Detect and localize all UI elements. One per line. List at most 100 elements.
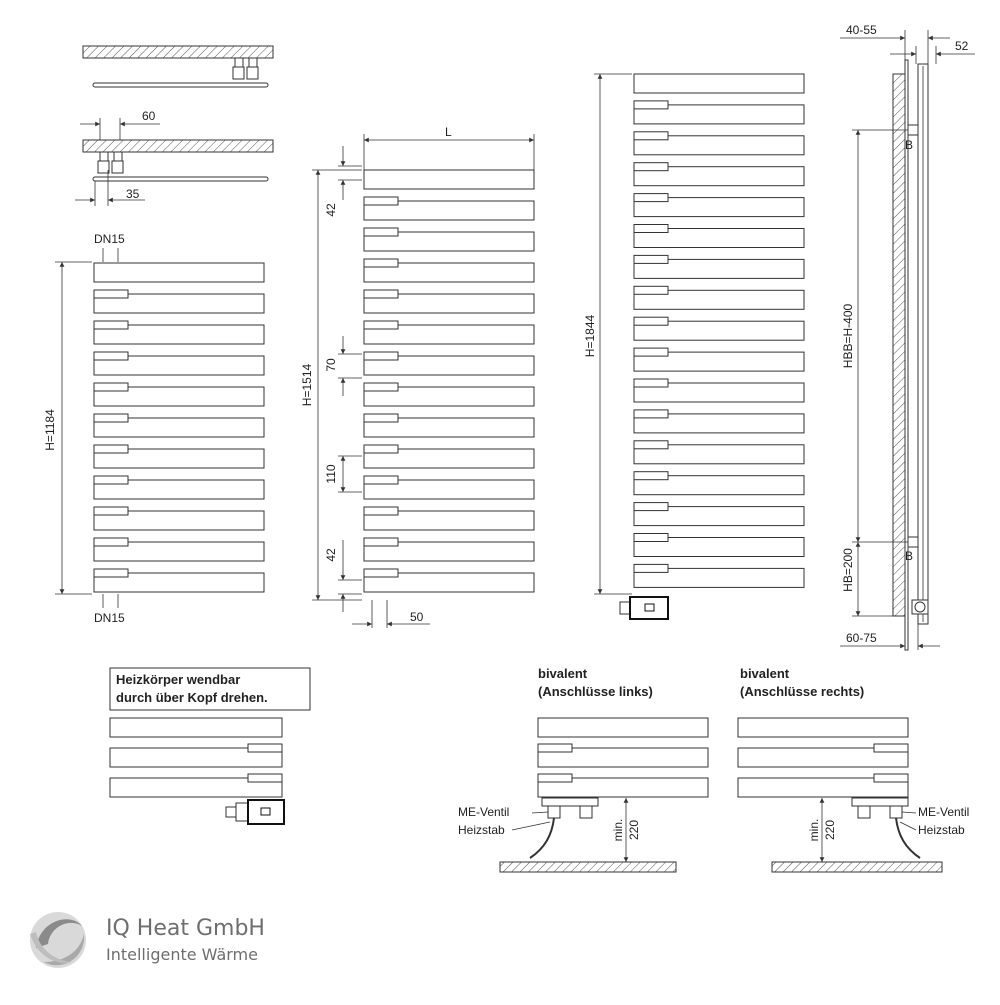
radiator-bar [633,444,805,465]
bar-connector [247,773,283,783]
bar-connector [633,347,669,357]
swirl-logo-icon [30,912,86,968]
radiator-bar [633,382,805,403]
bar-connector [873,743,909,753]
radiator-bar [537,747,709,768]
bracket-b-top: B [905,138,913,152]
bar-connector [633,224,669,233]
top-view-wall-1 [82,45,274,88]
bar-connector [363,320,399,330]
dim-hb: HB=200 [841,548,855,592]
radiator-bar [363,200,535,221]
radiator-bar [363,448,535,469]
bar-connector [633,316,669,326]
bar-connector [633,533,669,542]
bivalent-right: bivalent (Anschlüsse rechts) ME-Ventil H… [737,666,969,873]
top-view-wall-2: 60 35 [75,109,274,206]
radiator-bar [633,475,805,496]
bar-connector [633,502,669,512]
bar-connector [363,289,399,299]
bivalent-left-title1: bivalent [538,666,588,681]
radiator-bar [363,510,535,531]
bar-connector [93,382,129,392]
radiator-bar [93,572,265,593]
dim-42-bottom: 42 [324,548,338,562]
radiator-bar [93,262,265,283]
radiator-bar [633,351,805,372]
radiator-bar [363,541,535,562]
radiator-bar [93,448,265,469]
radiator-bar [93,510,265,531]
bar-connector [633,378,669,388]
bar-connector [363,258,399,268]
radiator-bar [633,320,805,341]
dim-35: 35 [126,187,140,201]
dim-70: 70 [324,358,338,372]
dim-hbb: HBB=H-400 [841,303,855,368]
radiator-bar [633,228,805,248]
radiator-bar [737,717,909,738]
radiator-bar [363,355,535,376]
dim-110: 110 [324,464,338,483]
bar-connector [633,471,669,481]
left-valve-label: ME-Ventil [458,805,509,819]
radiator-bar [93,417,265,438]
radiator-bar [537,717,709,738]
right-heater-label: Heizstab [918,823,965,837]
bar-connector [537,743,573,753]
brand-block: IQ Heat GmbH Intelligente Wärme [30,912,265,968]
reversible-line1: Heizkörper wendbar [116,672,240,687]
bar-connector [363,413,399,423]
left-min-label: min. [611,819,625,842]
bar-connector [363,382,399,392]
bar-connector [633,193,669,203]
bar-connector [93,568,129,578]
radiator-bar [109,777,283,798]
bar-connector [633,254,669,264]
radiator-bar [633,289,805,310]
bar-connector [93,475,129,485]
radiator-bar [109,747,283,768]
dn15-top-label: DN15 [94,232,125,246]
radiator-bar [363,262,535,283]
bar-connector [93,537,129,547]
radiator-bar [633,567,805,588]
bivalent-left-title2: (Anschlüsse links) [538,684,653,699]
bar-connector [363,196,399,206]
radiator-bar [363,479,535,500]
bar-connector [93,320,129,330]
bar-connector [633,131,669,141]
radiator-bar [93,541,265,562]
radiator-bar [363,324,535,345]
bar-connector [633,162,669,172]
radiator-bar [93,479,265,500]
dim-42-top: 42 [324,203,338,217]
radiator-bar [363,169,535,190]
bar-connector [873,773,909,783]
bar-connector [363,475,399,485]
bar-connector [363,506,399,516]
left-220-label: 220 [627,820,641,840]
bivalent-right-title1: bivalent [740,666,790,681]
bar-connector [363,568,399,578]
bar-connector [247,743,283,753]
bar-connector [633,563,669,573]
radiator-bar [633,104,805,125]
radiator-h1514: L H=1514 42 70 110 42 [300,125,535,628]
right-valve-label: ME-Ventil [918,805,969,819]
dim-50: 50 [410,610,424,624]
radiator-bar [363,417,535,438]
radiator-bar [363,231,535,252]
radiator-bar [93,386,265,407]
dim-h1844: H=1844 [583,314,597,357]
bar-connector [363,444,399,454]
dim-52: 52 [955,39,969,53]
radiator-bar [93,293,265,314]
radiator-bar [363,386,535,407]
right-min-label: min. [807,819,821,842]
right-220-label: 220 [823,820,837,840]
radiator-bar [633,197,805,218]
radiator-bar [537,777,709,798]
dim-40-55: 40-55 [846,23,877,37]
